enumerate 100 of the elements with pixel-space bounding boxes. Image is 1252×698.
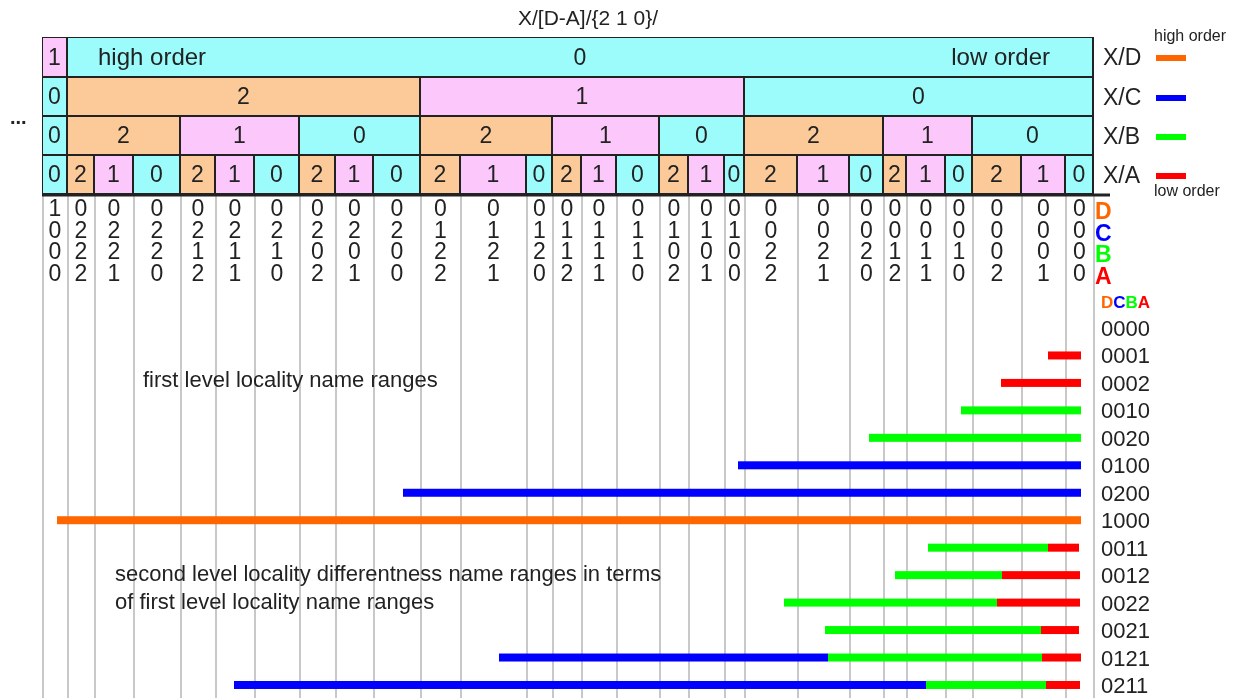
range-label: 0012 (1101, 563, 1150, 589)
cell-label: 2 (191, 163, 204, 186)
cell-label: 2 (764, 163, 777, 186)
range-label: 0002 (1101, 370, 1150, 397)
cell-label: 1 (592, 163, 605, 186)
cell-label: 0 (48, 163, 61, 186)
cell-label: low order (951, 45, 1050, 69)
cell-label: 2 (560, 163, 573, 186)
tree-cell (43, 38, 68, 78)
note-text: first level locality name ranges (143, 367, 438, 393)
cell-label: 2 (667, 163, 680, 186)
digit-column: 0 1 0 0 (728, 198, 741, 284)
range-label: 0021 (1101, 618, 1150, 644)
legend-label: X/D (1103, 46, 1142, 69)
digit-column: 0 2 2 0 (150, 198, 164, 284)
digit-column: 0 1 2 2 (434, 198, 447, 284)
digit-column: 0 1 0 2 (667, 198, 681, 284)
cell-label: 1 (816, 163, 830, 186)
tree-cell (660, 156, 689, 195)
cell-label: 2 (807, 124, 820, 147)
digit-column: 0 2 2 2 (74, 198, 88, 284)
tree-cell (745, 117, 884, 156)
digit-column: 0 0 1 0 (952, 198, 966, 284)
cell-label: 0 (150, 163, 163, 186)
level-letter: B (1095, 243, 1112, 266)
tree-cell (617, 156, 660, 195)
tree-cell (946, 156, 973, 195)
cell-label: 0 (48, 85, 61, 108)
tree-cell (582, 156, 617, 195)
range-label: 0121 (1101, 645, 1150, 671)
digit-column: 0 2 1 1 (228, 198, 242, 284)
ellipsis-mark: ... (10, 106, 27, 129)
tree-cell (745, 78, 1094, 117)
tree-cell (553, 117, 660, 156)
digit-column: 0 0 0 0 (1073, 198, 1086, 284)
cell-label: 0 (695, 124, 708, 147)
legend-label: X/A (1103, 163, 1141, 187)
tree-cell (850, 156, 884, 195)
tree-cell (884, 156, 907, 195)
tree-cell (660, 117, 745, 156)
order-note: high order (1154, 27, 1227, 46)
range-label: 0022 (1101, 590, 1150, 616)
cell-label: 2 (479, 124, 493, 147)
cell-label: 1 (107, 163, 120, 186)
range-label: 0100 (1101, 453, 1150, 479)
digit-column: 0 2 1 0 (270, 198, 284, 284)
cell-label: 1 (919, 163, 932, 186)
tree-cell (43, 156, 68, 195)
digit-column: 0 1 1 1 (592, 198, 606, 284)
tree-cell (336, 156, 374, 195)
legend-label: X/B (1103, 124, 1141, 148)
tree-cell (95, 156, 134, 195)
cell-label: 1 (486, 163, 500, 186)
tree-cell (461, 156, 527, 195)
digit-column: 0 0 2 0 (860, 198, 873, 284)
cell-label: 1 (1036, 163, 1050, 186)
level-letter: A (1095, 264, 1112, 288)
range-label: 0010 (1101, 398, 1150, 424)
cell-label: 0 (859, 163, 873, 186)
tree-cell (973, 117, 1094, 156)
digit-column: 0 1 0 1 (700, 198, 713, 284)
tree-cell (421, 78, 745, 117)
digit-column: 0 1 1 2 (560, 198, 574, 284)
cell-label: 2 (310, 163, 324, 186)
range-label: 0211 (1101, 672, 1149, 698)
tree-cell (689, 156, 725, 195)
cell-label: 1 (921, 124, 934, 147)
tree-cell (553, 156, 582, 195)
cell-label: 1 (599, 124, 612, 147)
cell-label: 0 (631, 163, 644, 186)
cell-label: 0 (727, 163, 741, 186)
tree-cell (421, 117, 553, 156)
cell-label: 0 (912, 85, 925, 108)
tree-cell (300, 117, 421, 156)
cell-label: 0 (48, 124, 61, 147)
tree-cell (43, 117, 68, 156)
digit-column: 1 0 0 0 (48, 198, 62, 284)
tree-cell (181, 117, 300, 156)
cell-label: high order (98, 45, 207, 69)
tree-cell (68, 78, 421, 117)
cell-label: 1 (228, 163, 241, 186)
digit-column: 0 0 1 1 (919, 198, 933, 284)
cell-label: 1 (233, 124, 246, 147)
cell-label: 0 (1072, 163, 1086, 186)
digit-column: 0 2 0 1 (348, 198, 361, 284)
cell-label: 0 (270, 163, 283, 186)
range-label: 0001 (1101, 343, 1150, 369)
tree-cell (973, 156, 1022, 195)
cell-label: 2 (990, 163, 1003, 186)
tree-cell (725, 156, 745, 195)
cell-label: 0 (1026, 124, 1039, 147)
range-label: 0020 (1101, 425, 1150, 452)
tree-cell (216, 156, 255, 195)
tree-cell (1022, 156, 1066, 195)
digit-column: 0 0 2 1 (817, 198, 830, 284)
cell-label: 2 (74, 163, 87, 186)
diagram-title: X/[D-A]/{2 1 0}/ (516, 6, 660, 30)
cell-label: 1 (699, 163, 713, 186)
legend-label: X/C (1103, 85, 1142, 109)
tree-cell (68, 156, 95, 195)
